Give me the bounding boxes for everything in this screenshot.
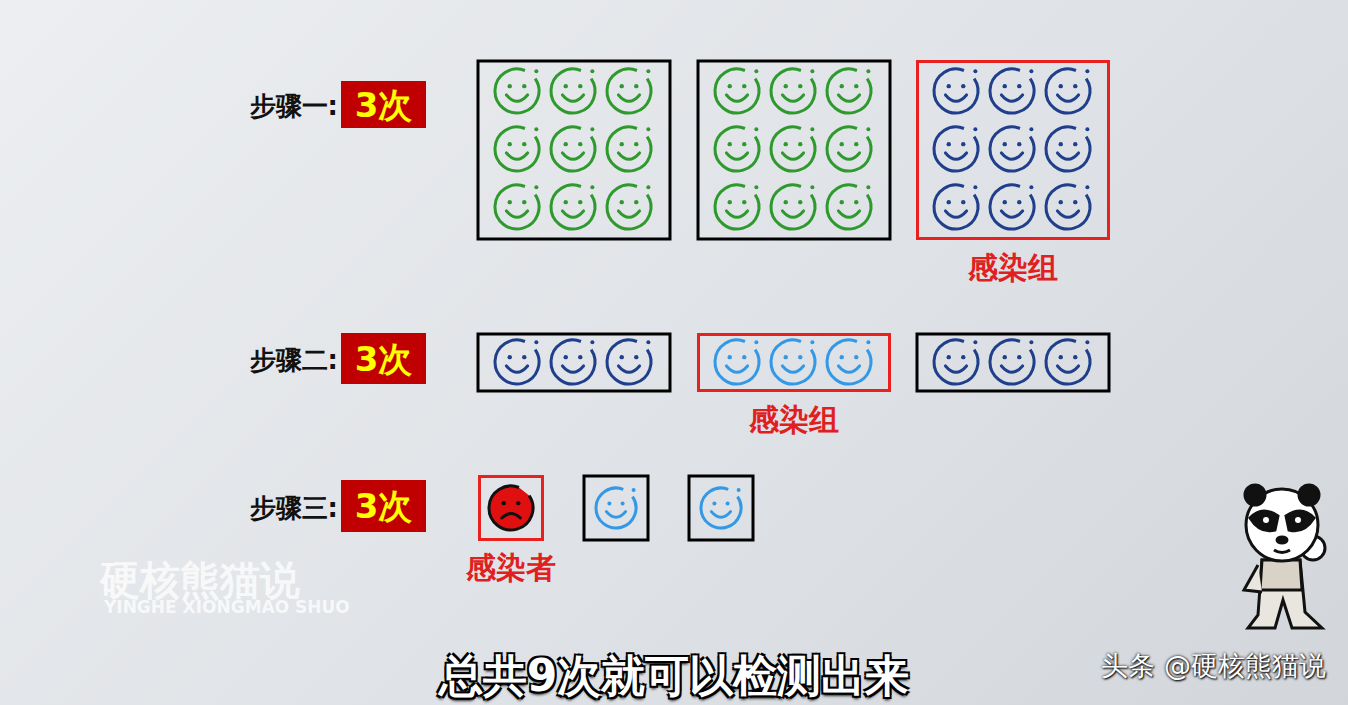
face-icon xyxy=(827,127,871,171)
count-badge: 3次 xyxy=(341,333,426,384)
face-icon xyxy=(827,340,871,384)
step-label: 步骤一: xyxy=(250,93,338,119)
face-icon xyxy=(701,488,741,528)
source-watermark: 头条 @硬核熊猫说 xyxy=(1101,652,1326,679)
face-icon xyxy=(771,127,815,171)
face-icon xyxy=(551,185,595,229)
count-text: 3次 xyxy=(355,88,413,122)
watermark: 硬核熊猫说 xyxy=(100,560,300,600)
face-icon xyxy=(934,69,978,113)
face-icon xyxy=(495,69,539,113)
faces xyxy=(489,69,1090,530)
face-icon xyxy=(596,488,636,528)
face-icon xyxy=(489,486,533,530)
face-icon xyxy=(990,185,1034,229)
face-icon xyxy=(715,69,759,113)
face-icon xyxy=(607,69,651,113)
face-icon xyxy=(551,127,595,171)
infected-group-box: 感染组 xyxy=(697,333,891,392)
face-icon xyxy=(495,127,539,171)
group-label: 感染者 xyxy=(466,553,556,583)
count-text: 3次 xyxy=(355,489,413,523)
face-icon xyxy=(551,340,595,384)
face-icon xyxy=(1046,127,1090,171)
face-icon xyxy=(990,127,1034,171)
face-icon xyxy=(934,185,978,229)
face-icon xyxy=(551,69,595,113)
face-icon xyxy=(495,185,539,229)
face-icon xyxy=(990,69,1034,113)
face-icon xyxy=(827,185,871,229)
group-boxes xyxy=(478,61,1109,540)
subtitle-caption: 总共9次就可以检测出来 xyxy=(439,654,910,698)
panda xyxy=(1244,485,1325,628)
face-icon xyxy=(715,185,759,229)
group-label: 感染组 xyxy=(749,405,839,435)
face-icon xyxy=(495,340,539,384)
face-icon xyxy=(1046,340,1090,384)
face-icon xyxy=(607,127,651,171)
count-badge: 3次 xyxy=(341,480,426,532)
face-icon xyxy=(771,69,815,113)
face-icon xyxy=(1046,69,1090,113)
face-icon xyxy=(934,340,978,384)
face-icon xyxy=(934,127,978,171)
count-badge: 3次 xyxy=(341,81,426,128)
infected-group-box: 感染者 xyxy=(478,475,544,541)
face-icon xyxy=(771,340,815,384)
count-text: 3次 xyxy=(355,342,413,376)
group-label: 感染组 xyxy=(968,253,1058,283)
face-icon xyxy=(990,340,1034,384)
step-label: 步骤三: xyxy=(250,495,338,521)
watermark: YINGHE XIONGMAO SHUO xyxy=(104,599,350,616)
face-icon xyxy=(715,340,759,384)
step-label: 步骤二: xyxy=(250,347,338,373)
face-icon xyxy=(1046,185,1090,229)
face-icon xyxy=(771,185,815,229)
infected-group-box: 感染组 xyxy=(916,60,1110,240)
face-icon xyxy=(827,69,871,113)
face-icon xyxy=(607,185,651,229)
face-icon xyxy=(715,127,759,171)
face-icon xyxy=(607,340,651,384)
